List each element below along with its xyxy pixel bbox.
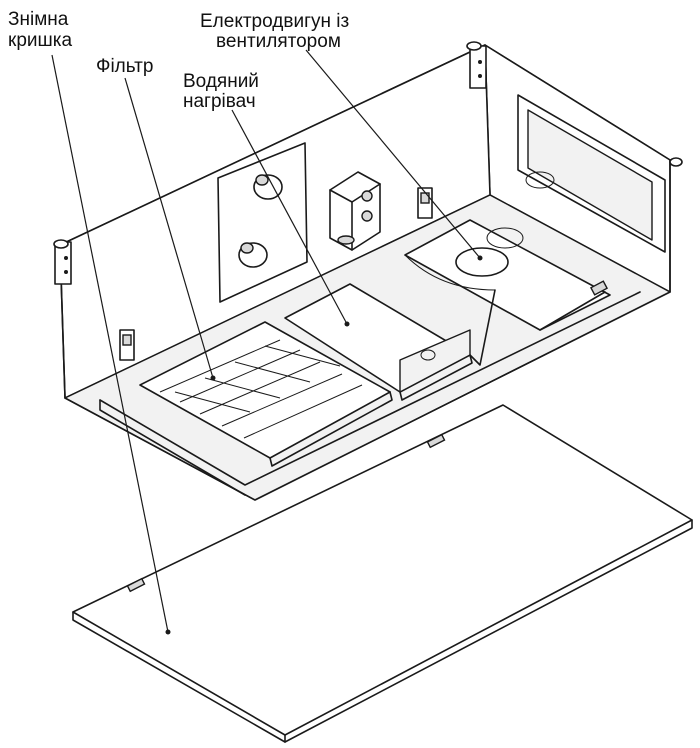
outlet-opening [517,94,666,253]
label-cover-line1: Знімна [8,9,69,30]
label-heater-line1: Водяний [183,71,259,92]
mounting-bracket-icon [669,157,683,167]
unit-housing [59,44,671,501]
label-filter: Фільтр [96,56,153,77]
label-heater-line2: нагрівач [183,91,256,112]
removable-cover-panel [72,404,693,743]
leader-lines [51,49,483,635]
label-motor-line1: Електродвигун із [200,11,349,32]
heater-access-plate [217,142,308,303]
fan-motor-assembly [404,219,611,366]
filter-cassette [139,321,393,467]
pipe-nozzle-icon [238,242,268,268]
mounting-bracket-icon [466,41,487,89]
junction-box-icon [329,171,381,251]
label-cover-line2: кришка [8,30,72,51]
latch-icon [119,329,135,361]
mounting-bracket-icon [53,239,72,285]
pipe-nozzle-icon [253,174,283,200]
label-motor-line2: вентилятором [216,31,341,52]
